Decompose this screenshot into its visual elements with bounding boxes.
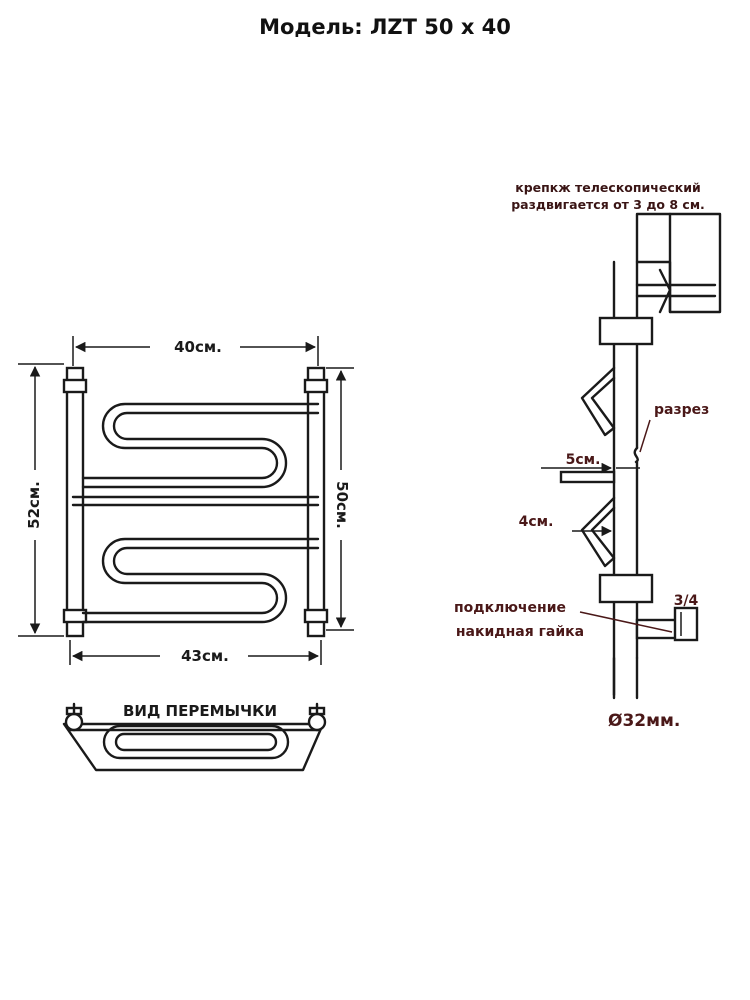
dim-bottom-label: 43см. bbox=[181, 647, 229, 665]
lower-nut bbox=[598, 573, 654, 604]
bracket-cone bbox=[658, 268, 672, 314]
right-top-cap bbox=[303, 378, 329, 394]
front-view: 40см. 43см. 52см. 50см. bbox=[18, 336, 354, 665]
lower-serpentine-inner bbox=[81, 546, 320, 624]
connection-leader bbox=[579, 611, 673, 633]
upper-serpentine-outer bbox=[81, 402, 320, 480]
dim-right-label: 50см. bbox=[333, 481, 351, 529]
offset-stub bbox=[559, 470, 616, 484]
side-view: крепкж телескопический раздвигается от 3… bbox=[454, 180, 722, 731]
right-post bbox=[306, 366, 326, 638]
left-bottom-cap bbox=[62, 608, 88, 624]
connection-label-line2: накидная гайка bbox=[456, 624, 584, 640]
diameter-label: Ø32мм. bbox=[608, 711, 680, 731]
cut-label-leader bbox=[639, 419, 651, 453]
jumper-left-valve-icon bbox=[64, 702, 84, 732]
wall-bracket bbox=[635, 212, 722, 314]
jumper-trapezoid bbox=[62, 722, 325, 772]
jumper-loop-outer bbox=[102, 724, 290, 760]
upper-v-bracket bbox=[580, 366, 616, 437]
dim-5-label: 5см. bbox=[566, 452, 601, 468]
mount-note-line2: раздвигается от 3 до 8 см. bbox=[511, 197, 705, 212]
jumper-loop-inner bbox=[114, 732, 278, 752]
right-bottom-cap bbox=[303, 608, 329, 624]
lower-serpentine-outer bbox=[81, 537, 320, 615]
left-top-cap bbox=[62, 378, 88, 394]
upper-nut bbox=[598, 316, 654, 346]
union-nut bbox=[673, 606, 699, 642]
dim-4-label: 4см. bbox=[519, 514, 554, 530]
cut-label: разрез bbox=[654, 402, 709, 418]
lower-v-bracket bbox=[580, 496, 616, 568]
dim-left-label: 52см. bbox=[25, 481, 43, 529]
left-post bbox=[65, 366, 85, 638]
thread-size-label: 3/4 bbox=[674, 593, 699, 609]
jumper-view-label: ВИД ПЕРЕМЫЧКИ bbox=[123, 702, 277, 720]
connection-label-line1: подключение bbox=[454, 600, 566, 616]
jumper-right-valve-icon bbox=[307, 702, 327, 732]
cut-break-mark bbox=[633, 446, 639, 464]
dim-top-label: 40см. bbox=[174, 338, 222, 356]
jumper-view: ВИД ПЕРЕМЫЧКИ bbox=[62, 702, 327, 772]
model-title: Модель: ЛZT 50 х 40 bbox=[259, 15, 511, 39]
mount-note-line1: крепкж телескопический bbox=[515, 180, 701, 195]
upper-serpentine-inner bbox=[81, 411, 320, 489]
